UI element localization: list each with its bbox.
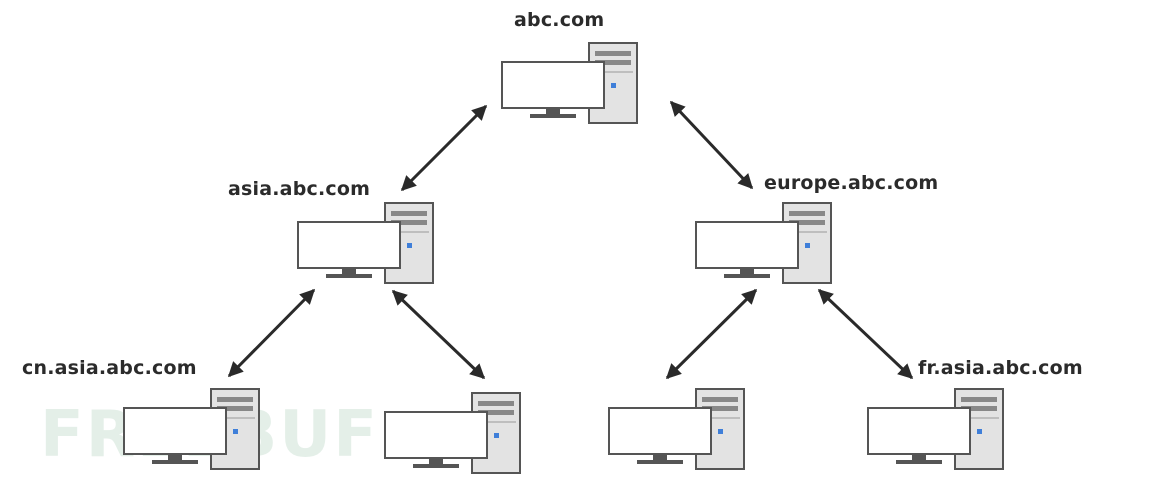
computer-cn-icon (123, 388, 260, 470)
label-fr: fr.asia.abc.com (918, 357, 1083, 379)
label-asia: asia.abc.com (228, 178, 371, 200)
computer-asia-icon (297, 202, 434, 284)
computer-root-icon (501, 42, 638, 124)
arrow-root-europe (669, 100, 754, 190)
label-europe: europe.abc.com (764, 172, 939, 194)
arrow-europe-fr (817, 288, 914, 380)
arrow-root-asia (400, 104, 488, 192)
arrow-europe-child (665, 288, 758, 380)
computer-europe-child-icon (608, 388, 745, 470)
label-root: abc.com (514, 9, 605, 31)
label-cn: cn.asia.abc.com (22, 357, 197, 379)
computer-europe-icon (695, 202, 832, 284)
arrow-asia-child (391, 289, 486, 380)
computer-asia-child-icon (384, 392, 521, 474)
arrow-asia-cn (227, 288, 316, 378)
computer-fr-icon (867, 388, 1004, 470)
